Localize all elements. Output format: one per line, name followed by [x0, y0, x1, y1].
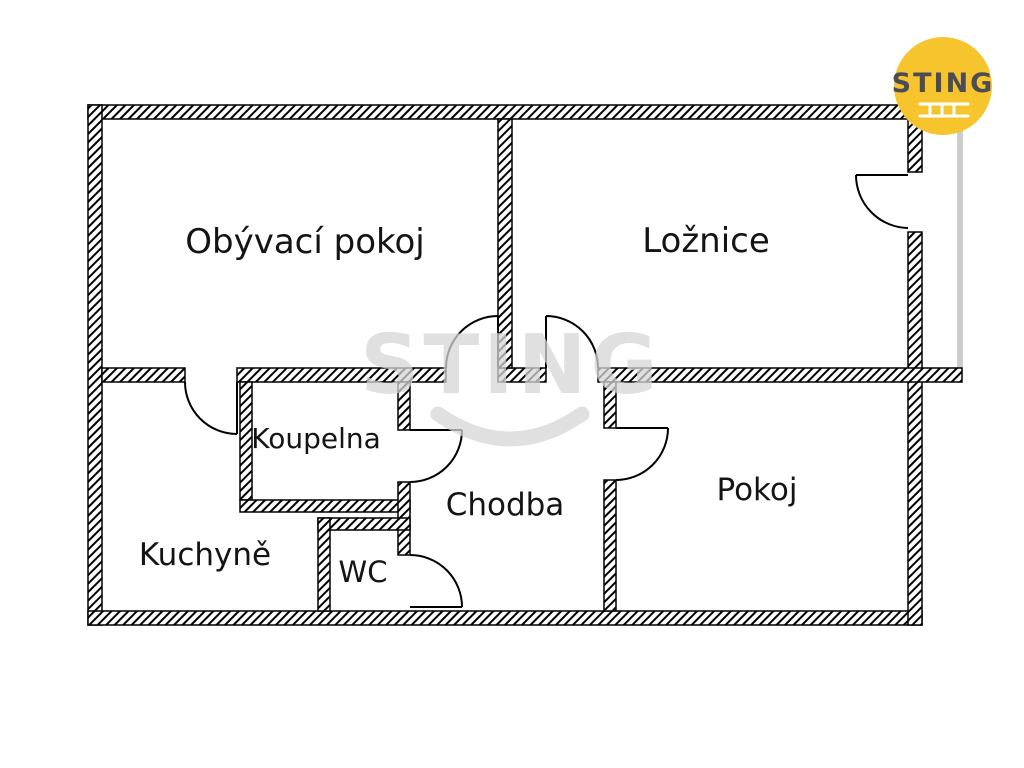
wall-living-bedroom-divider — [497, 118, 513, 369]
wall-wc-top — [317, 517, 411, 531]
wall-room-left-1 — [603, 381, 617, 429]
room-label-hallway: Chodba — [446, 487, 565, 523]
door-room — [615, 427, 669, 481]
room-label-wc: WC — [339, 555, 388, 589]
room-labels: Obývací pokoj Ložnice Koupelna Chodba Ku… — [139, 221, 798, 589]
wall-wc-left — [317, 517, 331, 612]
door-kitchen — [184, 381, 238, 435]
watermark: STING — [360, 318, 661, 447]
sting-logo: STING — [892, 37, 995, 135]
wall-bathroom-left — [239, 381, 253, 501]
logo-text: STING — [892, 68, 995, 99]
wall-outer-left — [87, 104, 103, 626]
wall-middle-1 — [101, 367, 186, 383]
room-label-living: Obývací pokoj — [185, 222, 424, 262]
door-bedroom — [545, 315, 599, 369]
doors — [184, 174, 909, 608]
wall-hallway-left-1 — [397, 381, 411, 431]
door-bathroom — [409, 429, 463, 483]
door-balcony — [855, 174, 909, 229]
ladder-icon — [918, 102, 970, 118]
room-label-kitchen: Kuchyně — [139, 537, 271, 573]
door-living-room — [445, 315, 499, 369]
wall-room-left-2 — [603, 479, 617, 612]
wall-outer-top — [87, 104, 923, 120]
wall-bathroom-bottom — [239, 499, 411, 513]
room-label-room: Pokoj — [717, 472, 798, 508]
watermark-swoosh-icon — [430, 406, 590, 447]
room-label-bedroom: Ložnice — [642, 221, 770, 261]
wall-outer-right-lower — [907, 231, 923, 626]
wall-middle-3 — [497, 367, 547, 383]
logo-circle — [894, 37, 992, 135]
wall-middle-2 — [236, 367, 447, 383]
wall-middle-4 — [597, 367, 963, 383]
watermark-text: STING — [360, 318, 661, 413]
room-label-bathroom: Koupelna — [251, 422, 381, 455]
door-wc — [409, 554, 463, 608]
walls — [87, 104, 963, 626]
wall-outer-bottom — [87, 610, 923, 626]
